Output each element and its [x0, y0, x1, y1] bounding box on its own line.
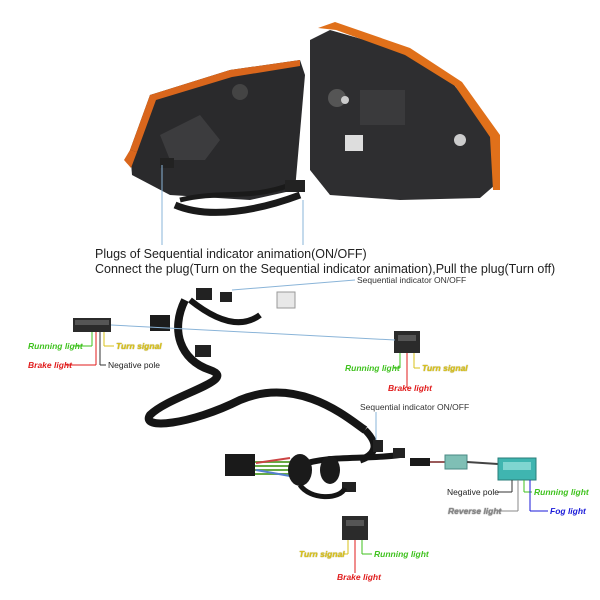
headline-line-1: Plugs of Sequential indicator animation(… [95, 247, 367, 261]
sequential-label-top: Sequential indicator ON/OFF [357, 275, 467, 285]
teal-connector-image [497, 457, 537, 481]
tail-light-image [124, 22, 500, 216]
teal-fog-light-label: Fog light [550, 506, 586, 516]
right-connector-image [394, 331, 420, 353]
bottom-connector-image [342, 516, 368, 540]
sequential-label-middle: Sequential indicator ON/OFF [360, 402, 470, 412]
teal-running-light-label: Running light [534, 487, 589, 497]
left-brake-light-label: Brake light [28, 360, 72, 370]
left-negative-pole-label: Negative pole [108, 360, 160, 370]
bottom-turn-signal-label: Turn signal [299, 549, 345, 559]
teal-reverse-light-label: Reverse light [448, 506, 502, 516]
left-running-light-label: Running light [28, 341, 83, 351]
wiring-harness-image [144, 288, 499, 500]
callout-lines [66, 165, 548, 573]
bottom-brake-light-label: Brake light [337, 572, 381, 582]
left-turn-signal-label: Turn signal [116, 341, 162, 351]
bottom-running-light-label: Running light [374, 549, 429, 559]
headline-line-2: Connect the plug(Turn on the Sequential … [95, 262, 556, 276]
teal-negative-pole-label: Negative pole [447, 487, 499, 497]
right-turn-signal-label: Turn signal [422, 363, 468, 373]
left-connector-image [73, 318, 111, 332]
right-running-light-label: Running light [345, 363, 400, 373]
right-brake-light-label: Brake light [388, 383, 432, 393]
